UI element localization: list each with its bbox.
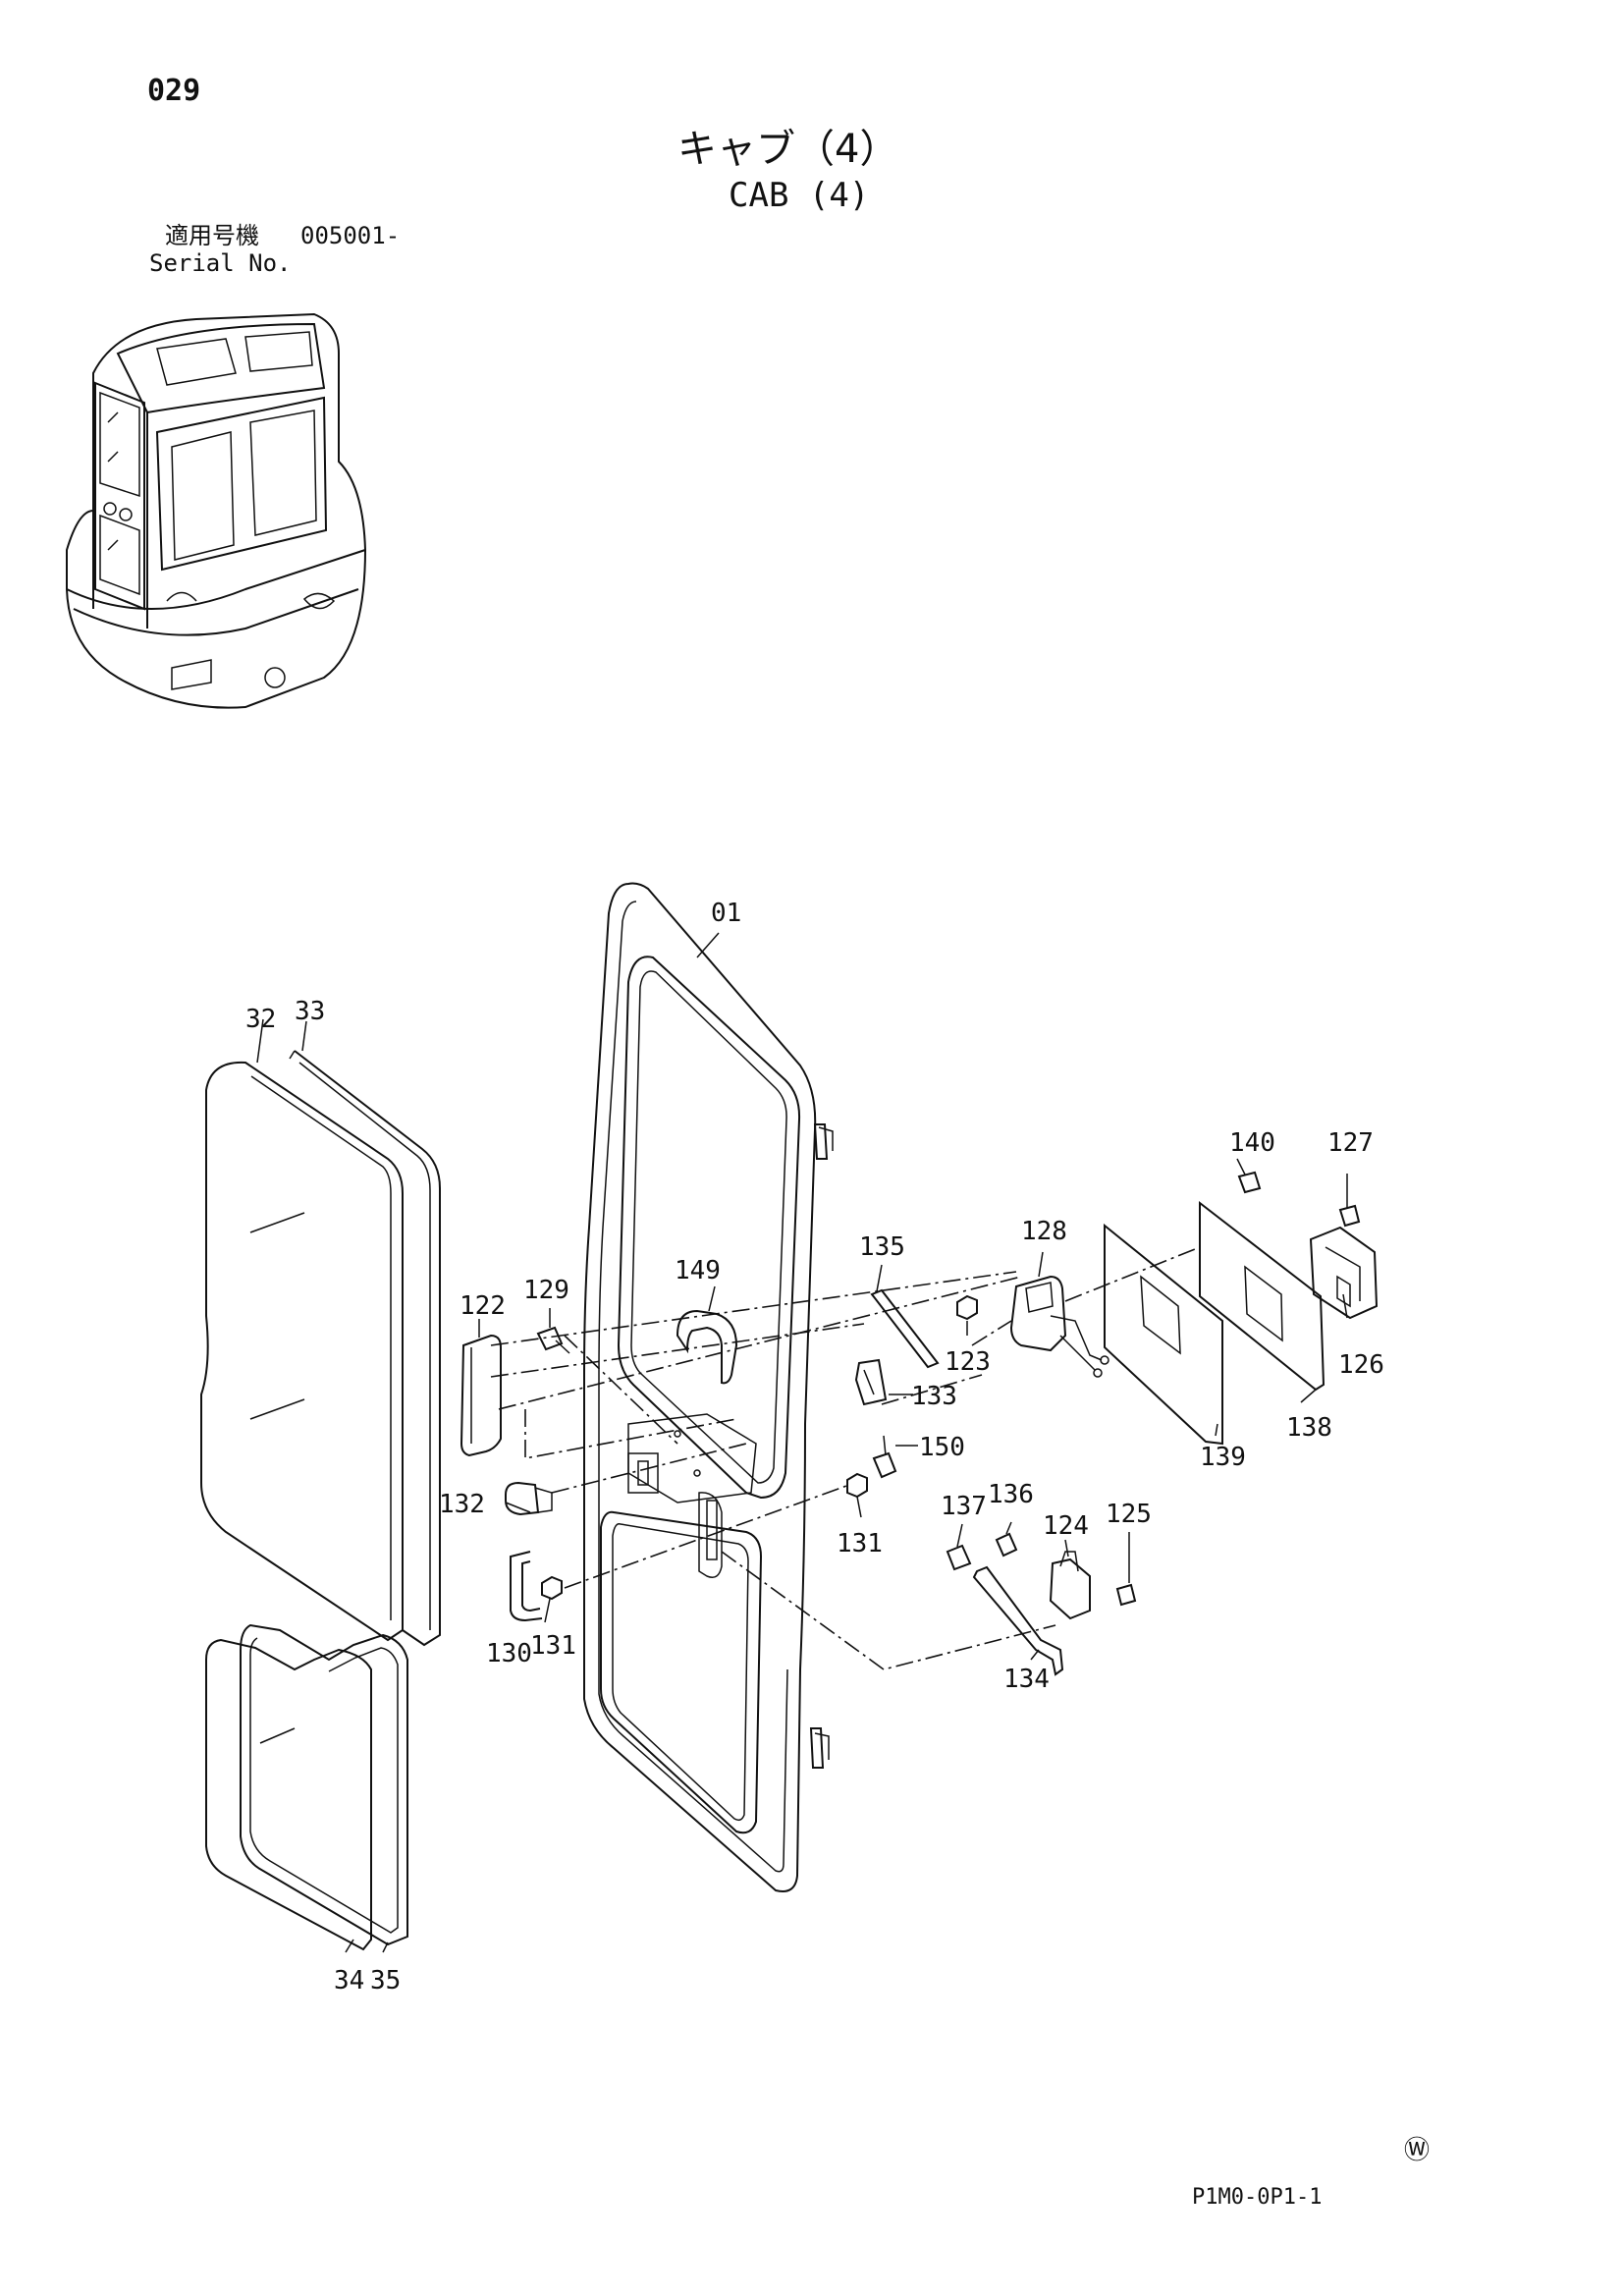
callout-labels: 01 32 33 34 35 122 123 124 125 126 127 1… <box>245 899 1384 1995</box>
title-english: CAB (4) <box>729 176 870 215</box>
part-132-lock-cylinder <box>505 1481 553 1516</box>
callout-130: 130 <box>486 1639 532 1668</box>
part-124-striker <box>1049 1551 1091 1620</box>
callout-122: 122 <box>460 1291 506 1321</box>
serial-label-english: Serial No. <box>149 249 292 277</box>
callout-133: 133 <box>911 1382 957 1411</box>
callout-131-upper: 131 <box>837 1529 883 1558</box>
callout-32: 32 <box>245 1005 276 1034</box>
callout-125: 125 <box>1106 1500 1152 1529</box>
callout-126: 126 <box>1338 1350 1384 1380</box>
callout-150: 150 <box>919 1433 965 1462</box>
part-138-cover-plate <box>1199 1200 1325 1392</box>
part-133-clip <box>854 1358 888 1406</box>
handle-149 <box>676 1309 738 1385</box>
part-140-screw <box>1237 1171 1262 1194</box>
page-number: 029 <box>147 74 201 108</box>
callout-128: 128 <box>1021 1217 1067 1246</box>
part-127-screw <box>1338 1204 1361 1228</box>
callout-138: 138 <box>1286 1413 1332 1443</box>
glass-32 <box>200 1061 404 1642</box>
part-134-link-rod <box>972 1565 1064 1676</box>
callout-35: 35 <box>370 1966 401 1995</box>
callout-139: 139 <box>1200 1443 1246 1472</box>
leader-lines <box>256 932 1348 1953</box>
callout-01: 01 <box>711 899 741 928</box>
part-123-nut <box>956 1294 978 1321</box>
part-122-pull-handle <box>460 1334 502 1457</box>
callout-34: 34 <box>334 1966 364 1995</box>
part-128-lock-assembly <box>1009 1275 1109 1378</box>
w-mark: Ⓦ <box>1404 2136 1431 2165</box>
callout-134: 134 <box>1003 1665 1050 1694</box>
callout-129: 129 <box>523 1276 569 1305</box>
part-139-gasket <box>1104 1223 1223 1446</box>
drawing-code: P1M0-0P1-1 <box>1192 2185 1323 2210</box>
part-136-nut <box>995 1532 1018 1558</box>
part-137-bolt <box>946 1544 972 1571</box>
cab-overview-illustration <box>66 312 367 709</box>
callout-137: 137 <box>941 1492 987 1521</box>
callout-149: 149 <box>675 1256 721 1285</box>
part-150-bolt <box>872 1435 897 1479</box>
part-131-nut-lower <box>541 1575 563 1601</box>
callout-33: 33 <box>295 997 325 1026</box>
part-126-inner-handle <box>1309 1226 1379 1320</box>
callout-135: 135 <box>859 1232 905 1262</box>
callout-136: 136 <box>988 1480 1034 1509</box>
part-135-rod <box>870 1288 940 1369</box>
serial-label-japanese: 適用号機 <box>165 222 259 249</box>
callout-124: 124 <box>1043 1511 1089 1541</box>
callout-127: 127 <box>1327 1128 1374 1158</box>
callout-132: 132 <box>439 1490 485 1519</box>
part-125-screw <box>1115 1583 1137 1607</box>
door-frame-01 <box>583 882 834 1892</box>
callout-140: 140 <box>1229 1128 1275 1158</box>
weather-strip-33 <box>289 1050 441 1647</box>
callout-123: 123 <box>945 1347 991 1377</box>
weather-strip-35 <box>240 1623 408 1946</box>
callout-131-lower: 131 <box>530 1631 576 1661</box>
assembly-center-lines <box>490 1246 1201 1670</box>
part-131-nut-upper <box>846 1472 868 1499</box>
part-129-screw <box>536 1326 570 1354</box>
part-130-u-bolt <box>510 1551 543 1622</box>
glass-34 <box>205 1638 372 1951</box>
serial-number-value: 005001- <box>300 222 401 249</box>
title-japanese: キャブ（4） <box>677 127 899 172</box>
